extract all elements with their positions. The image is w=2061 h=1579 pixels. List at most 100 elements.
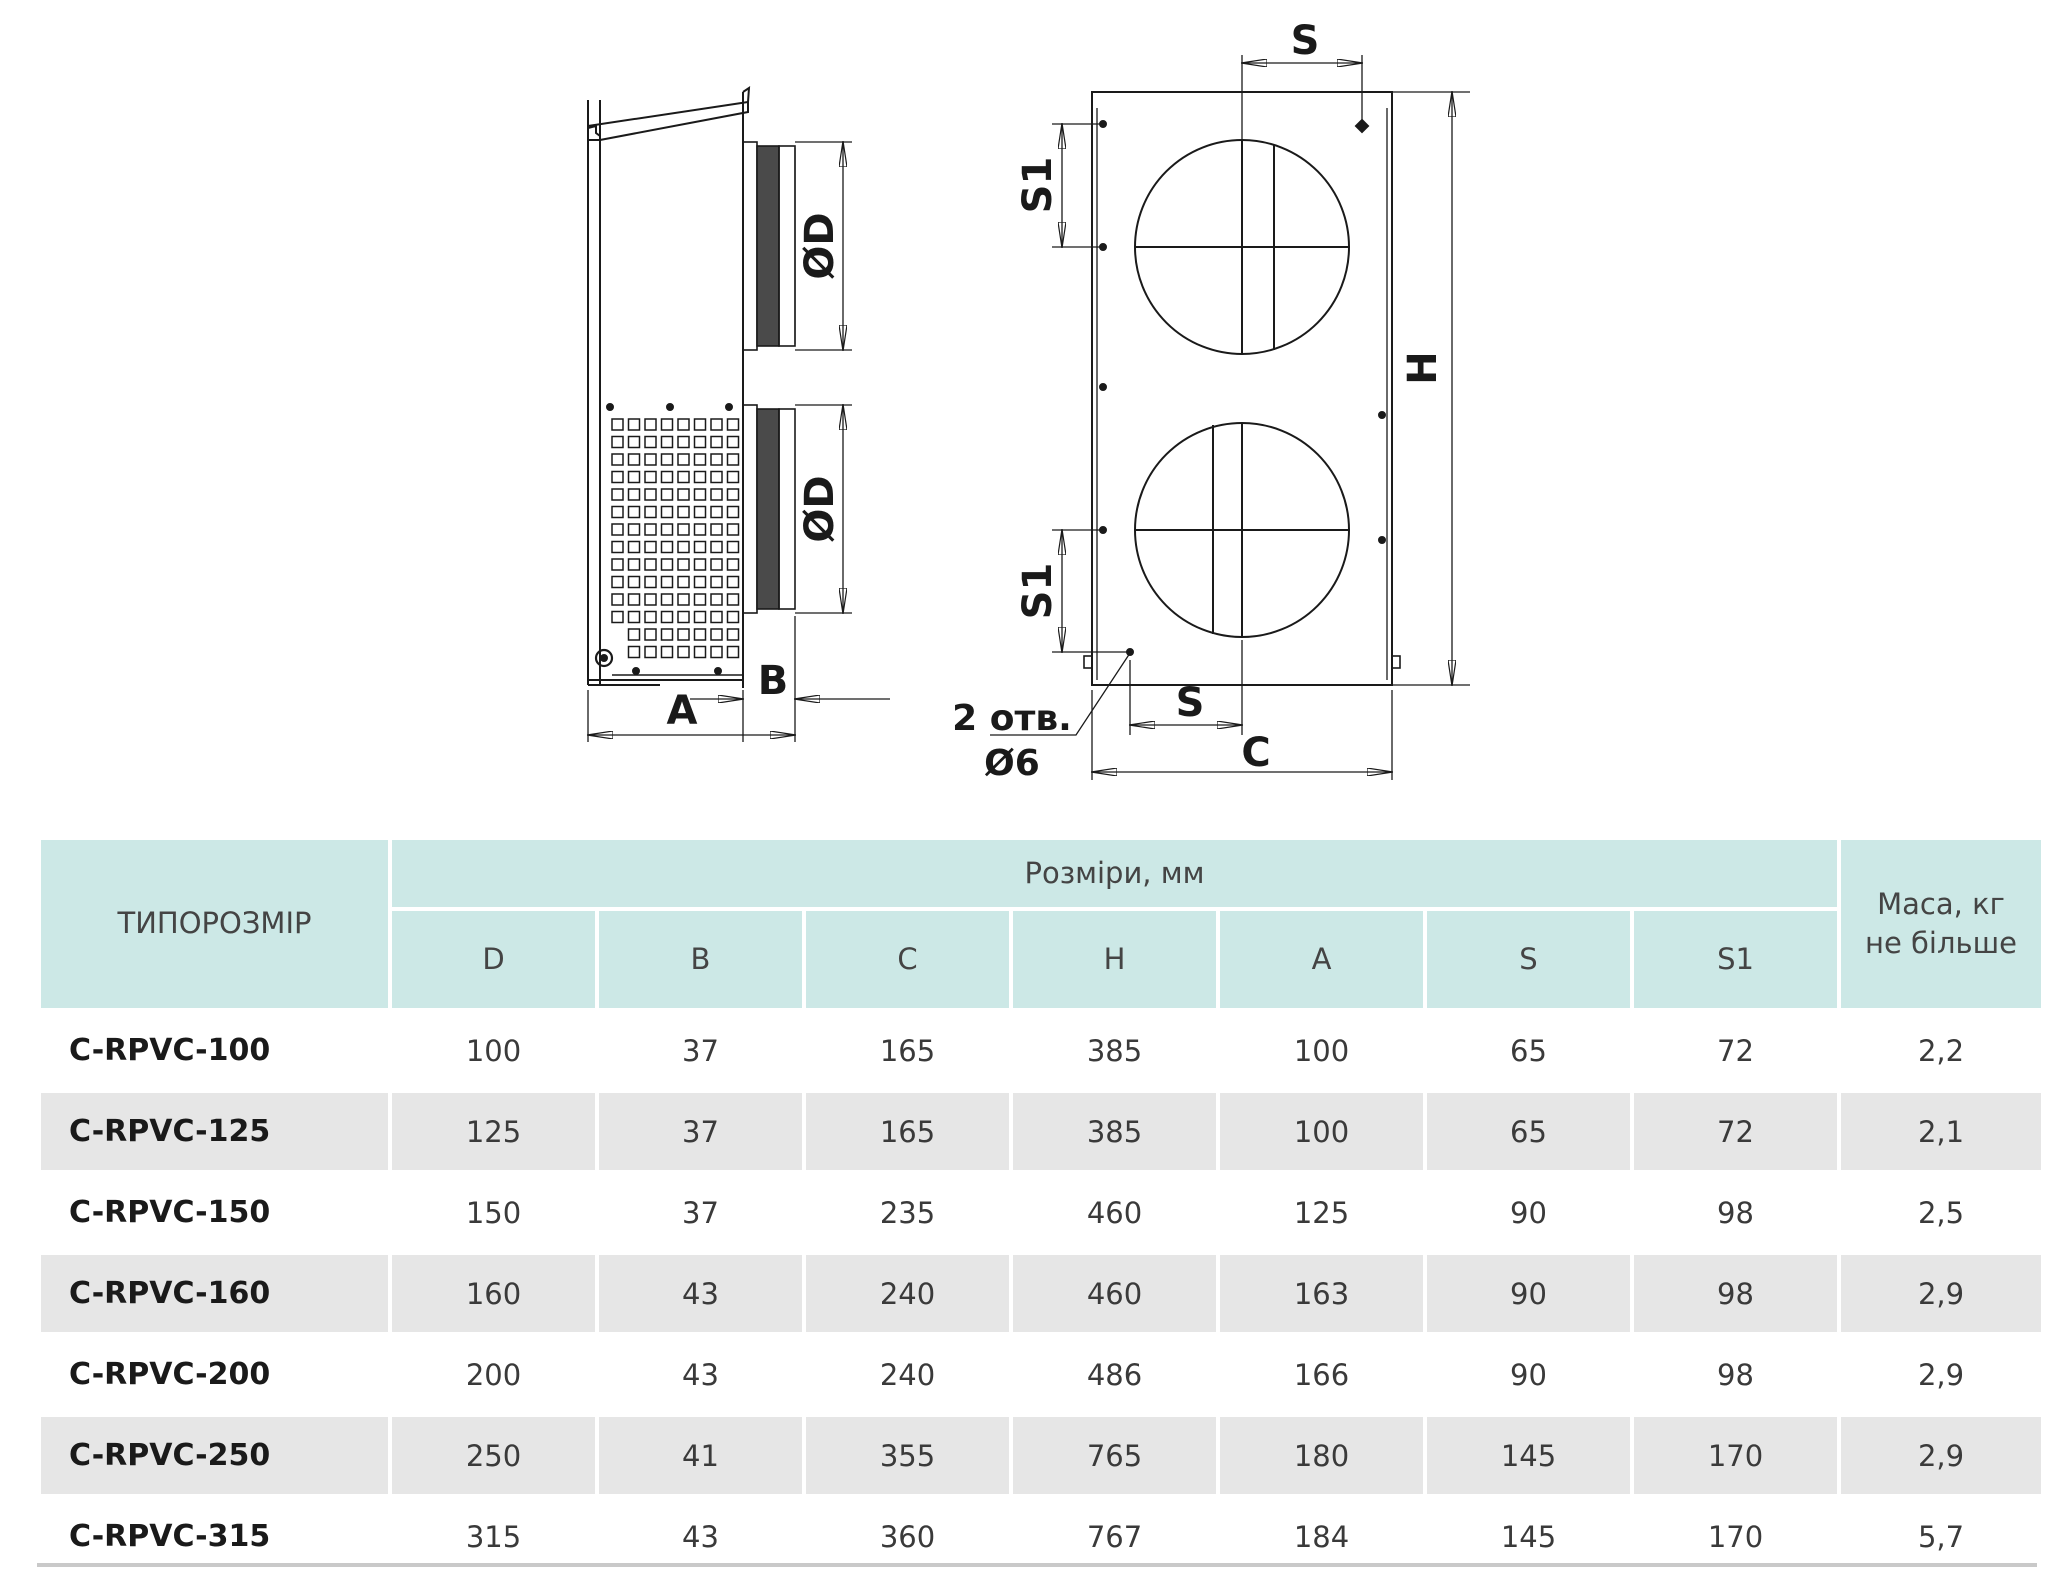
grille-hole bbox=[644, 628, 657, 641]
header-col-c: C bbox=[806, 911, 1009, 1008]
grille-hole bbox=[677, 628, 690, 641]
model-cell: C-RPVC-315 bbox=[69, 1519, 271, 1554]
grille-hole bbox=[660, 523, 674, 536]
grille-hole bbox=[660, 610, 674, 624]
grille-hole bbox=[611, 610, 624, 624]
grille-hole bbox=[677, 645, 690, 659]
value-cell: 98 bbox=[1634, 1255, 1837, 1332]
grille-hole bbox=[611, 435, 624, 449]
grille-hole bbox=[627, 523, 641, 536]
grille-hole bbox=[611, 453, 624, 466]
value-cell: 145 bbox=[1427, 1417, 1630, 1494]
grille-hole bbox=[710, 575, 723, 589]
label-holes-count: 2 отв. bbox=[952, 698, 1072, 739]
grille-hole bbox=[611, 470, 624, 484]
grille-hole bbox=[726, 593, 740, 606]
grille-hole bbox=[611, 505, 624, 519]
value-cell: 98 bbox=[1717, 1195, 1754, 1230]
value-cell: 240 bbox=[879, 1357, 936, 1392]
label-s-bottom: S bbox=[1176, 680, 1205, 726]
header-row-group: ТИПОРОЗМІР Розміри, мм Маса, кг не більш… bbox=[41, 840, 2041, 1008]
header-model: ТИПОРОЗМІР bbox=[41, 840, 388, 1008]
label-c: C bbox=[1241, 730, 1270, 776]
grille-hole bbox=[627, 575, 641, 589]
label-b: B bbox=[758, 658, 789, 704]
grille-hole bbox=[677, 610, 690, 624]
grille-hole bbox=[693, 523, 707, 536]
grille-hole bbox=[644, 488, 657, 501]
value-cell: 43 bbox=[599, 1255, 802, 1332]
value-cell: 163 bbox=[1220, 1255, 1423, 1332]
value-cell: 2,9 bbox=[1917, 1357, 1965, 1392]
grille-hole bbox=[644, 435, 657, 449]
grille-hole bbox=[677, 558, 690, 571]
value-cell: 37 bbox=[599, 1093, 802, 1170]
grille-hole bbox=[611, 593, 624, 606]
value-cell: 166 bbox=[1293, 1357, 1350, 1392]
value-cell: 150 bbox=[465, 1195, 522, 1230]
value-cell: 170 bbox=[1634, 1417, 1837, 1494]
value-cell: 100 bbox=[465, 1033, 522, 1068]
value-cell: 355 bbox=[806, 1417, 1009, 1494]
grille-hole bbox=[660, 453, 674, 466]
value-cell: 165 bbox=[806, 1093, 1009, 1170]
grille-hole bbox=[644, 645, 657, 659]
value-cell: 125 bbox=[1293, 1195, 1350, 1230]
model-cell: C-RPVC-100 bbox=[69, 1033, 271, 1068]
value-cell: 200 bbox=[465, 1357, 522, 1392]
model-cell: C-RPVC-160 bbox=[41, 1255, 388, 1332]
grille-hole bbox=[710, 453, 723, 466]
grille-hole bbox=[611, 523, 624, 536]
grille-hole bbox=[710, 558, 723, 571]
grille-hole bbox=[677, 505, 690, 519]
grille-hole bbox=[726, 488, 740, 501]
grille-hole bbox=[693, 435, 707, 449]
grille-hole bbox=[627, 488, 641, 501]
grille-hole bbox=[710, 505, 723, 519]
grille-hole bbox=[677, 453, 690, 466]
header-col-a: A bbox=[1220, 911, 1423, 1008]
grille-hole bbox=[693, 593, 707, 606]
value-cell: 767 bbox=[1086, 1519, 1143, 1554]
model-cell: C-RPVC-125 bbox=[41, 1093, 388, 1170]
grille-hole bbox=[693, 575, 707, 589]
grille-hole bbox=[710, 418, 723, 431]
label-s-top: S bbox=[1291, 18, 1320, 64]
front-view bbox=[990, 55, 1470, 780]
value-cell: 72 bbox=[1634, 1093, 1837, 1170]
grille-hole bbox=[726, 523, 740, 536]
grille-hole bbox=[660, 593, 674, 606]
grille-hole bbox=[693, 645, 707, 659]
grille-hole bbox=[693, 488, 707, 501]
grille-hole bbox=[627, 470, 641, 484]
value-cell: 65 bbox=[1510, 1033, 1547, 1068]
grille-hole bbox=[660, 435, 674, 449]
grille-hole bbox=[726, 610, 740, 624]
header-col-b: B bbox=[599, 911, 802, 1008]
header-col-s: S bbox=[1427, 911, 1630, 1008]
grille-hole bbox=[627, 435, 641, 449]
value-cell: 37 bbox=[682, 1195, 719, 1230]
grille-hole bbox=[660, 418, 674, 431]
value-cell: 2,1 bbox=[1841, 1093, 2041, 1170]
grille-hole bbox=[627, 593, 641, 606]
grille-hole bbox=[627, 540, 641, 554]
grille-hole bbox=[726, 558, 740, 571]
header-col-s1: S1 bbox=[1634, 911, 1837, 1008]
grille-hole bbox=[627, 558, 641, 571]
value-cell: 250 bbox=[392, 1417, 595, 1494]
model-cell: C-RPVC-150 bbox=[69, 1195, 271, 1230]
value-cell: 2,9 bbox=[1841, 1417, 2041, 1494]
grille-hole bbox=[627, 505, 641, 519]
grille-hole bbox=[611, 575, 624, 589]
grille-hole bbox=[660, 558, 674, 571]
grille-pattern bbox=[611, 418, 740, 659]
grille-hole bbox=[677, 575, 690, 589]
grille-hole bbox=[726, 418, 740, 431]
value-cell: 125 bbox=[392, 1093, 595, 1170]
grille-hole bbox=[726, 470, 740, 484]
header-col-d: D bbox=[392, 911, 595, 1008]
